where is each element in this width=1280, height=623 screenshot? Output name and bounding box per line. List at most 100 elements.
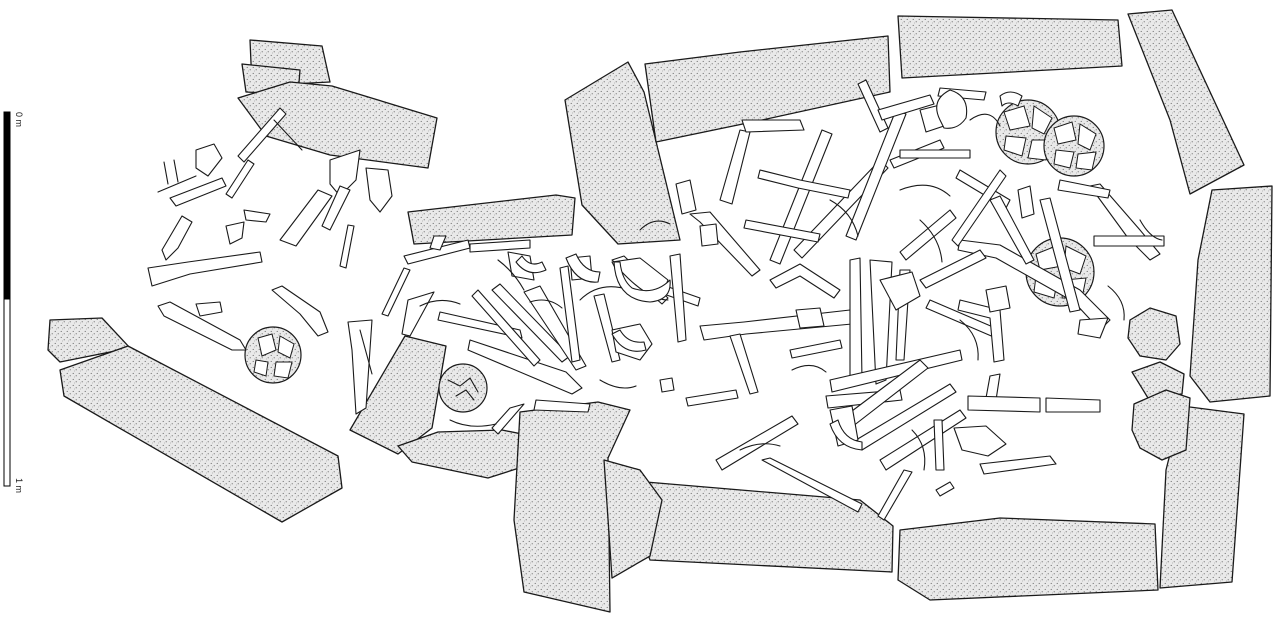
stone-slab [407, 194, 576, 245]
rib [419, 299, 461, 307]
bone-fragments [195, 103, 1035, 457]
bone [769, 263, 841, 299]
scale-top-label: 0 m [14, 112, 24, 127]
rib [739, 443, 781, 451]
bone [849, 257, 863, 383]
bone [469, 239, 531, 253]
bone [877, 94, 935, 121]
bone-fragment [429, 235, 447, 251]
bone-fragment [675, 179, 697, 215]
rib [969, 113, 1001, 127]
scale-bar-white-segment [3, 298, 11, 487]
bone [237, 107, 287, 163]
bone [161, 215, 193, 261]
skull [244, 326, 302, 384]
bone [935, 481, 955, 497]
bone [1057, 179, 1111, 199]
skull [1043, 115, 1105, 177]
bone [559, 265, 581, 363]
bone [877, 469, 913, 521]
bone [437, 311, 523, 339]
bone [225, 159, 255, 199]
bone [491, 403, 525, 435]
stone-slab [47, 317, 131, 363]
stone-slab [564, 61, 681, 245]
bone [741, 119, 805, 133]
pelvis [936, 89, 968, 129]
rib [899, 184, 951, 197]
stone-slab [59, 345, 343, 523]
rib [911, 429, 926, 471]
bone [169, 177, 227, 207]
mandible [611, 329, 647, 352]
bone [471, 289, 541, 367]
stone-slab [1131, 361, 1185, 399]
bone [699, 309, 853, 341]
bone-fragment [365, 167, 393, 213]
stone-slabs [47, 9, 1273, 613]
pelvis [999, 91, 1023, 107]
bone [719, 129, 751, 205]
mandibles [515, 253, 863, 451]
rib [791, 364, 827, 373]
bone [339, 224, 355, 269]
stone-slab [1189, 185, 1273, 403]
scale-bar: 0 m 1 m [3, 111, 24, 493]
bone-fragment [321, 185, 351, 231]
bone [979, 455, 1057, 475]
skull [438, 363, 488, 413]
bone [593, 293, 621, 363]
rib [273, 119, 303, 151]
bone [685, 389, 739, 407]
bone [729, 333, 759, 395]
bone-fragment [195, 301, 223, 317]
rib [529, 299, 563, 309]
bone-fragment [659, 377, 675, 393]
bone [157, 301, 247, 351]
bone [147, 251, 263, 287]
stone-slab [237, 81, 438, 169]
bone [401, 291, 435, 337]
stone-slab [1127, 307, 1181, 361]
bone [279, 189, 333, 247]
bone-fragment [195, 143, 223, 177]
bone-fragment [225, 221, 245, 245]
stone-slab [1131, 389, 1191, 461]
stone-slab [897, 517, 1159, 601]
bone [1039, 197, 1081, 313]
rib [157, 175, 197, 193]
bone [899, 209, 957, 261]
bone [789, 339, 843, 359]
bone [761, 457, 863, 513]
rib [919, 219, 943, 263]
rib [959, 319, 979, 361]
bone [829, 349, 963, 393]
bone [845, 109, 907, 241]
bone-fragment [243, 209, 271, 223]
rib [163, 161, 169, 185]
bone-fragment [329, 149, 361, 197]
bone [467, 339, 583, 395]
bone [1045, 397, 1101, 413]
bone [951, 169, 1007, 247]
bone-fragment [879, 271, 921, 311]
bone [271, 285, 329, 337]
bone [1093, 235, 1165, 247]
bone-fragment [1017, 185, 1035, 219]
skulls [244, 99, 1105, 413]
bone-fragment [953, 425, 1007, 457]
bone [933, 419, 945, 471]
bone [899, 149, 971, 159]
rib [1107, 285, 1125, 321]
rib [173, 159, 179, 183]
stone-slab [1127, 9, 1245, 195]
bone [491, 283, 571, 363]
bone [967, 395, 1041, 413]
bone [533, 399, 591, 413]
rib [1139, 219, 1163, 241]
bone-fragment [795, 307, 825, 329]
mandible [515, 255, 547, 274]
bone [743, 219, 821, 243]
pelvis [613, 261, 671, 303]
